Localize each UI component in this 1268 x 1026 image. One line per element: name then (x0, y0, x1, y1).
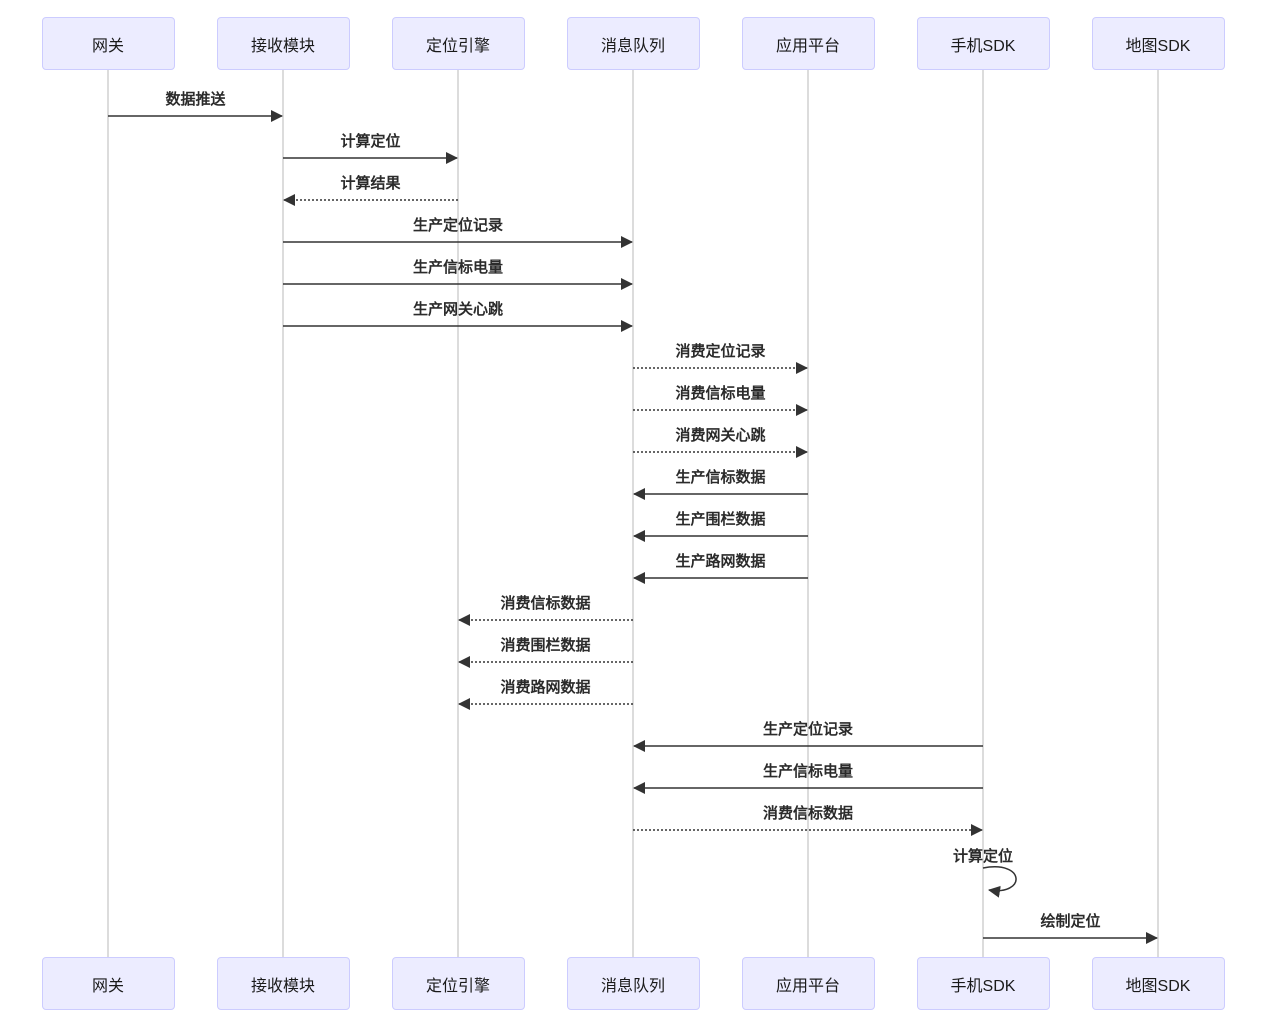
message-label: 绘制定位 (1040, 913, 1101, 930)
message-self-loop (982, 866, 1017, 898)
participant-label: 网关 (91, 977, 124, 995)
message-label: 计算定位 (952, 848, 1014, 865)
participant-label: 接收模块 (250, 37, 315, 55)
participant-receive-module-bottom: 接收模块 (216, 957, 350, 1010)
message-label: 消费信标数据 (762, 805, 854, 822)
participant-gateway-top: 网关 (41, 17, 175, 70)
message-label: 计算结果 (340, 175, 401, 192)
participant-positioning-engine-top: 定位引擎 (391, 17, 525, 70)
message-label: 数据推送 (165, 91, 226, 108)
message-label: 生产网关心跳 (412, 301, 504, 318)
message-label: 消费信标电量 (675, 385, 766, 402)
participant-label: 消息队列 (600, 977, 665, 995)
participant-gateway-bottom: 网关 (41, 957, 175, 1010)
participant-label: 应用平台 (775, 37, 840, 55)
message-label: 消费信标数据 (500, 595, 591, 612)
participant-label: 定位引擎 (425, 37, 490, 55)
participant-label: 手机SDK (950, 37, 1016, 55)
participant-app-platform-bottom: 应用平台 (741, 957, 875, 1010)
participant-message-queue-top: 消息队列 (566, 17, 700, 70)
participant-receive-module-top: 接收模块 (216, 17, 350, 70)
participant-label: 应用平台 (775, 977, 840, 995)
message-label: 生产信标数据 (675, 469, 766, 486)
message-label: 消费路网数据 (500, 679, 591, 696)
participant-label: 定位引擎 (425, 977, 490, 995)
message-label: 计算定位 (340, 133, 401, 150)
message-label: 生产定位记录 (762, 721, 854, 738)
message-label: 消费定位记录 (675, 343, 766, 360)
participant-label: 手机SDK (950, 977, 1016, 995)
message-label: 生产路网数据 (675, 553, 766, 570)
participant-phone-sdk-bottom: 手机SDK (916, 957, 1050, 1010)
participant-label: 接收模块 (250, 977, 315, 995)
participant-label: 地图SDK (1125, 977, 1191, 995)
participant-label: 网关 (91, 37, 124, 55)
participant-map-sdk-top: 地图SDK (1091, 17, 1225, 70)
participant-app-platform-top: 应用平台 (741, 17, 875, 70)
participant-map-sdk-bottom: 地图SDK (1091, 957, 1225, 1010)
message-label: 生产信标电量 (762, 763, 854, 780)
participant-label: 地图SDK (1125, 37, 1191, 55)
participant-positioning-engine-bottom: 定位引擎 (391, 957, 525, 1010)
participant-label: 消息队列 (600, 37, 665, 55)
message-label: 消费围栏数据 (500, 637, 591, 654)
participant-message-queue-bottom: 消息队列 (566, 957, 700, 1010)
message-label: 生产定位记录 (412, 217, 504, 234)
participant-phone-sdk-top: 手机SDK (916, 17, 1050, 70)
message-label: 消费网关心跳 (675, 427, 766, 444)
message-label: 生产信标电量 (412, 259, 504, 276)
message-label: 生产围栏数据 (675, 511, 766, 528)
